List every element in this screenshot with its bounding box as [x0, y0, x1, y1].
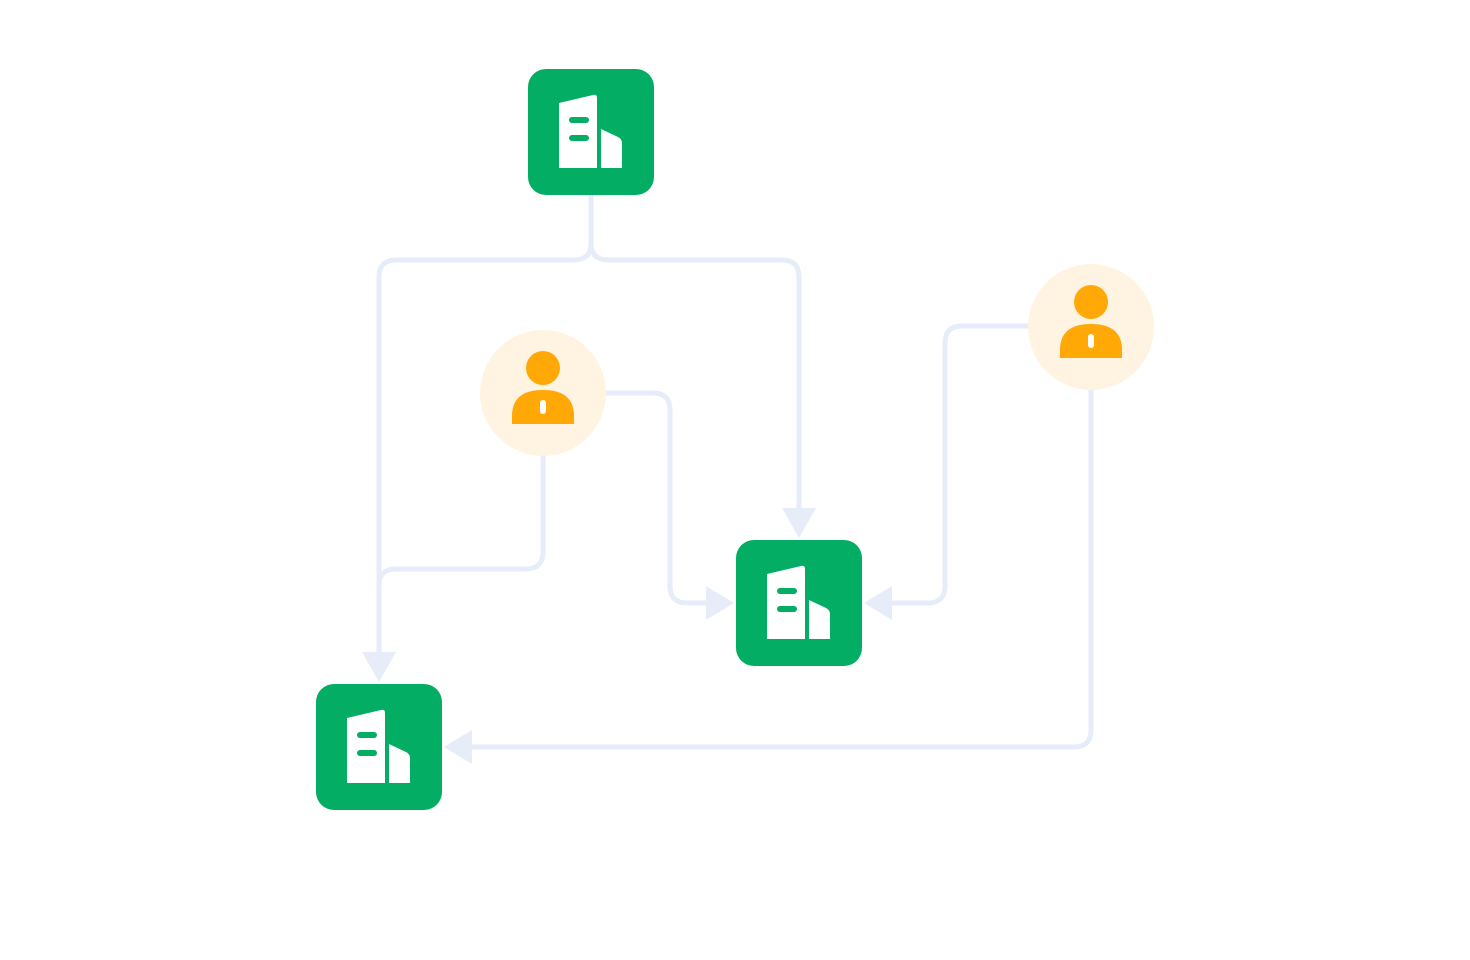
company-node-middle[interactable] — [736, 540, 862, 666]
person-icon — [512, 351, 574, 424]
building-icon — [767, 565, 830, 639]
arrowhead-company-middle-top — [782, 508, 816, 538]
company-node-top[interactable] — [528, 69, 654, 195]
person-node-right[interactable] — [1028, 264, 1154, 390]
edge-company-top-to-company-middle — [588, 240, 802, 515]
person-icon — [1060, 285, 1122, 358]
arrowhead-company-middle-right — [864, 586, 892, 620]
building-icon — [559, 94, 622, 168]
company-node-bottom[interactable] — [316, 684, 442, 810]
edge-person-left-to-company-bottom — [376, 453, 546, 658]
building-icon — [347, 709, 410, 783]
person-node-left[interactable] — [480, 330, 606, 456]
arrowhead-company-bottom-right — [444, 730, 472, 764]
arrowhead-company-bottom-top — [362, 652, 396, 682]
edge-person-right-to-company-middle — [887, 323, 1031, 606]
edge-person-left-to-company-middle — [603, 390, 711, 606]
arrowhead-company-middle-left — [706, 586, 734, 620]
edge-person-right-to-company-bottom — [467, 387, 1094, 750]
